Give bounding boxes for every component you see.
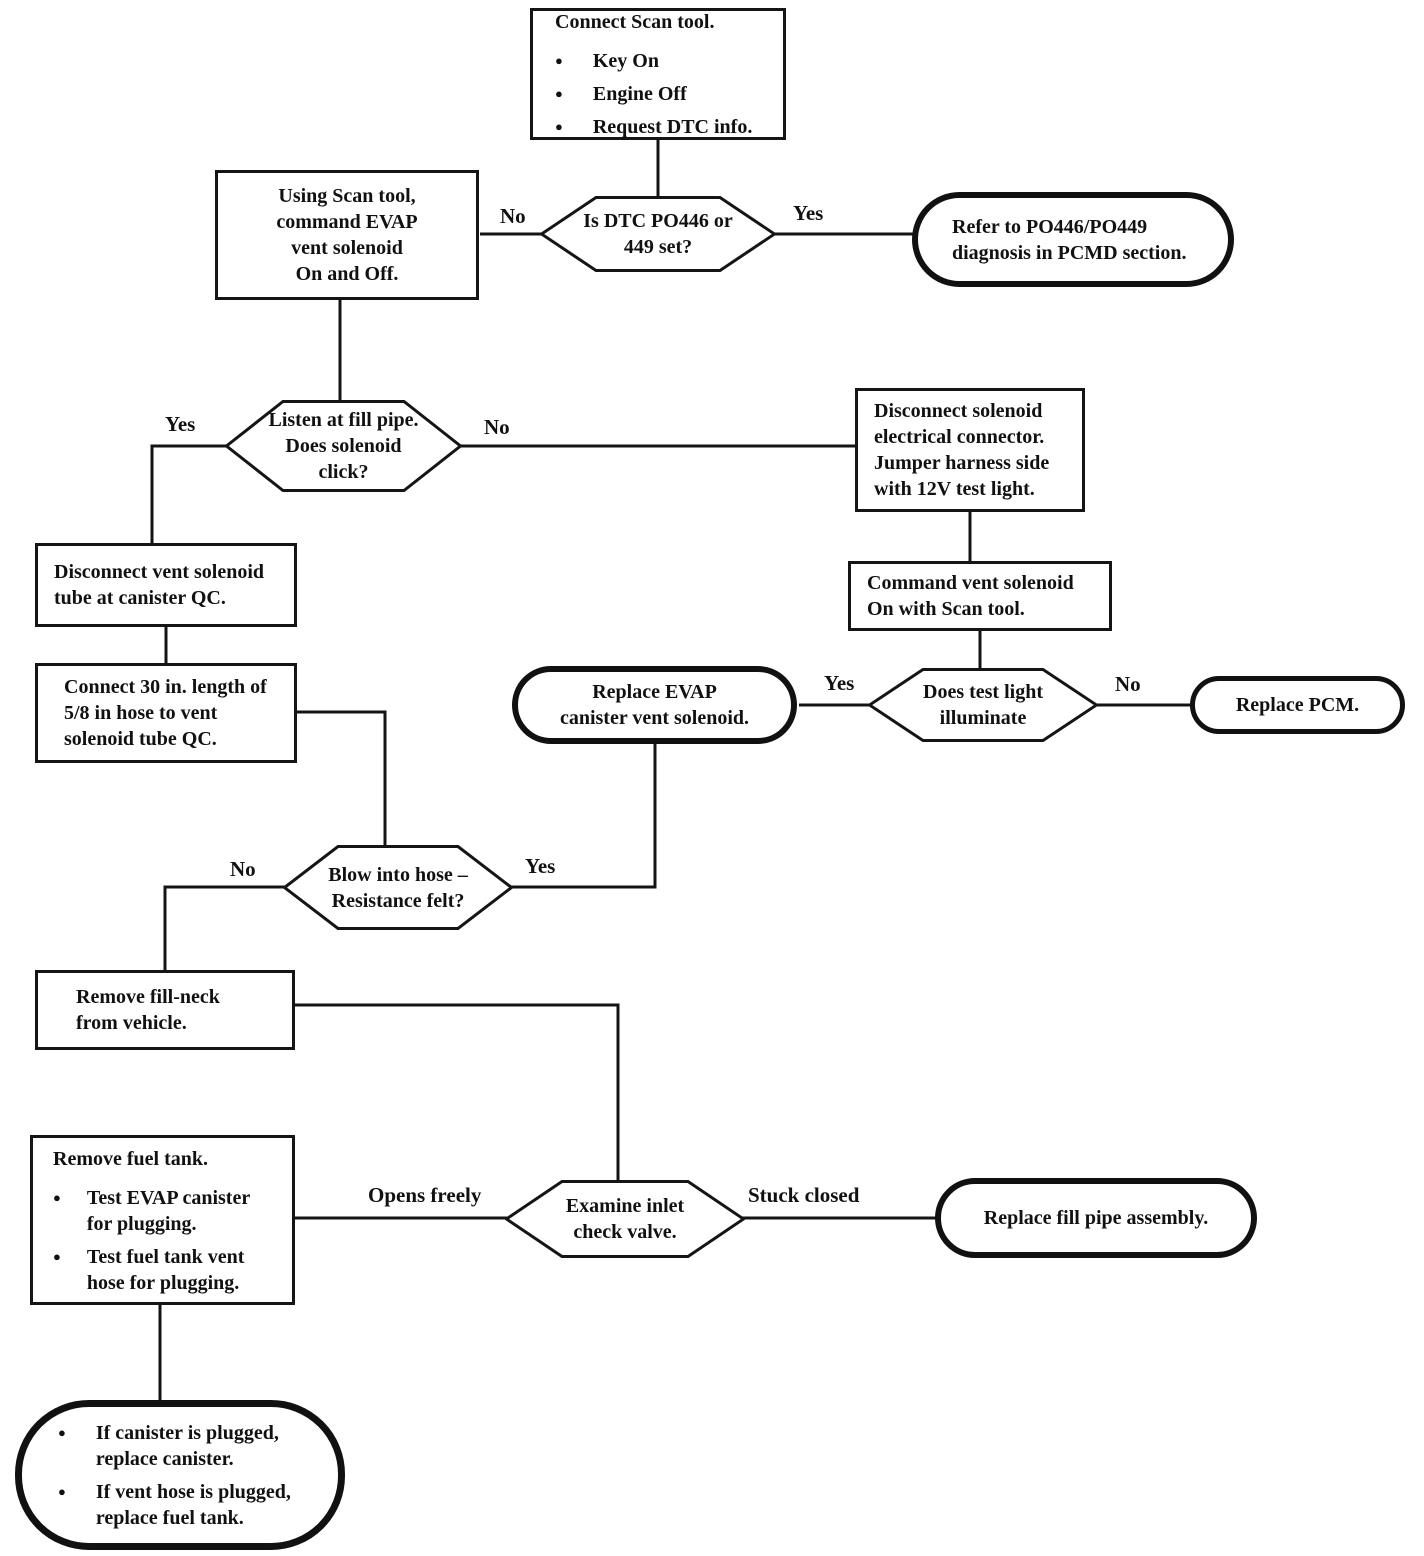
terminal-text: Refer to PO446/PO449 diagnosis in PCMD s… — [952, 215, 1187, 264]
edge-blow-no — [163, 885, 286, 972]
node-text: Command vent solenoid On with Scan tool. — [867, 572, 1074, 620]
decision-text: Is DTC PO446 or 449 set? — [583, 210, 733, 258]
decision-text: Does test light illuminate — [923, 681, 1043, 729]
bullet-text: If canister is plugged, replace canister… — [95, 1421, 279, 1470]
decision-text: Examine inlet check valve. — [565, 1195, 685, 1243]
node-text: Using Scan tool, command EVAP vent solen… — [276, 185, 418, 285]
terminal-text: Replace fill pipe assembly. — [983, 1207, 1209, 1229]
node-text: Connect 30 in. length of 5/8 in hose to … — [64, 676, 267, 750]
terminal-replace-fill-pipe: Replace fill pipe assembly. — [935, 1178, 1257, 1258]
edge-label-examine-opens: Opens freely — [368, 1183, 482, 1207]
node-text: Remove fill-neck from vehicle. — [76, 986, 220, 1034]
edge-label-testlight-yes: Yes — [824, 671, 855, 695]
terminal-refer-pcmd: Refer to PO446/PO449 diagnosis in PCMD s… — [912, 192, 1234, 287]
decision-is-dtc-set: Is DTC PO446 or 449 set? — [540, 196, 776, 272]
bullet-text: Key On — [592, 49, 659, 72]
edge-connecthose-to-blow — [295, 710, 387, 847]
node-command-vent-on: Command vent solenoid On with Scan tool. — [848, 561, 1112, 631]
bullet-text: If vent hose is plugged, replace fuel ta… — [95, 1480, 291, 1529]
hexagon-shape — [225, 400, 462, 492]
edge-listen-yes — [150, 444, 228, 545]
bullet-icon: ● — [58, 1424, 66, 1440]
terminal-text: Replace EVAP canister vent solenoid. — [559, 681, 750, 729]
hexagon-shape — [540, 196, 776, 272]
node-title: Remove fuel tank. — [53, 1148, 208, 1170]
node-connect-scan-tool: Connect Scan tool. ● Key On ● Engine Off ●… — [530, 8, 786, 140]
node-disconnect-solenoid-connector: Disconnect solenoid electrical connector… — [855, 388, 1085, 512]
hexagon-shape — [505, 1180, 745, 1258]
terminal-replace-evap-solenoid: Replace EVAP canister vent solenoid. — [512, 666, 797, 744]
node-remove-fill-neck: Remove fill-neck from vehicle. — [35, 970, 295, 1050]
edge-label-blow-yes: Yes — [525, 854, 556, 878]
terminal-replace-pcm: Replace PCM. — [1190, 676, 1405, 734]
decision-text: Listen at fill pipe. Does solenoid click… — [268, 409, 419, 483]
hexagon-shape — [868, 668, 1098, 742]
node-using-scan-tool: Using Scan tool, command EVAP vent solen… — [215, 170, 479, 300]
edge-fillneck-to-examine — [293, 1003, 620, 1185]
hexagon-shape — [283, 845, 513, 930]
bullet-list: ● Key On ● Engine Off ● Request DTC info. — [555, 41, 773, 140]
decision-text: Blow into hose – Resistance felt? — [328, 863, 468, 912]
decision-does-test-light: Does test light illuminate — [868, 668, 1098, 742]
node-text: Disconnect vent solenoid tube at caniste… — [54, 561, 264, 609]
edge-label-listen-no: No — [484, 415, 510, 439]
bullet-text: Test EVAP canister for plugging. — [86, 1187, 251, 1235]
bullet-text: Engine Off — [592, 82, 687, 105]
edge-label-isdtc-no: No — [500, 204, 526, 228]
edge-label-testlight-no: No — [1115, 672, 1141, 696]
node-remove-fuel-tank: Remove fuel tank. ● Test EVAP canister fo… — [30, 1135, 295, 1305]
bullet-list: ● If canister is plugged, replace caniste… — [58, 1420, 338, 1531]
bullet-icon: ● — [555, 85, 563, 101]
node-disconnect-vent-tube: Disconnect vent solenoid tube at caniste… — [35, 543, 297, 627]
edge-label-listen-yes: Yes — [165, 412, 196, 436]
bullet-icon: ● — [58, 1483, 66, 1499]
node-text: Disconnect solenoid electrical connector… — [874, 400, 1050, 500]
bullet-text: Request DTC info. — [592, 115, 753, 138]
bullet-icon: ● — [555, 52, 563, 68]
bullet-text: Test fuel tank vent hose for plugging. — [86, 1246, 245, 1294]
node-connect-hose: Connect 30 in. length of 5/8 in hose to … — [35, 663, 297, 763]
terminal-text: Replace PCM. — [1235, 694, 1360, 716]
edge-blow-yes — [510, 740, 657, 889]
decision-examine-inlet-valve: Examine inlet check valve. — [505, 1180, 745, 1258]
bullet-icon: ● — [53, 1249, 61, 1264]
bullet-icon: ● — [555, 118, 563, 134]
edge-label-examine-stuck: Stuck closed — [748, 1183, 860, 1207]
bullet-icon: ● — [53, 1190, 61, 1205]
decision-blow-into-hose: Blow into hose – Resistance felt? — [283, 845, 513, 930]
bullet-list: ● Test EVAP canister for plugging. ● Test … — [53, 1178, 288, 1296]
node-title: Connect Scan tool. — [555, 10, 715, 33]
edge-label-blow-no: No — [230, 857, 256, 881]
decision-listen-fill-pipe: Listen at fill pipe. Does solenoid click… — [225, 400, 462, 492]
edge-label-isdtc-yes: Yes — [793, 201, 824, 225]
terminal-canister-vent-results: ● If canister is plugged, replace caniste… — [15, 1400, 345, 1550]
